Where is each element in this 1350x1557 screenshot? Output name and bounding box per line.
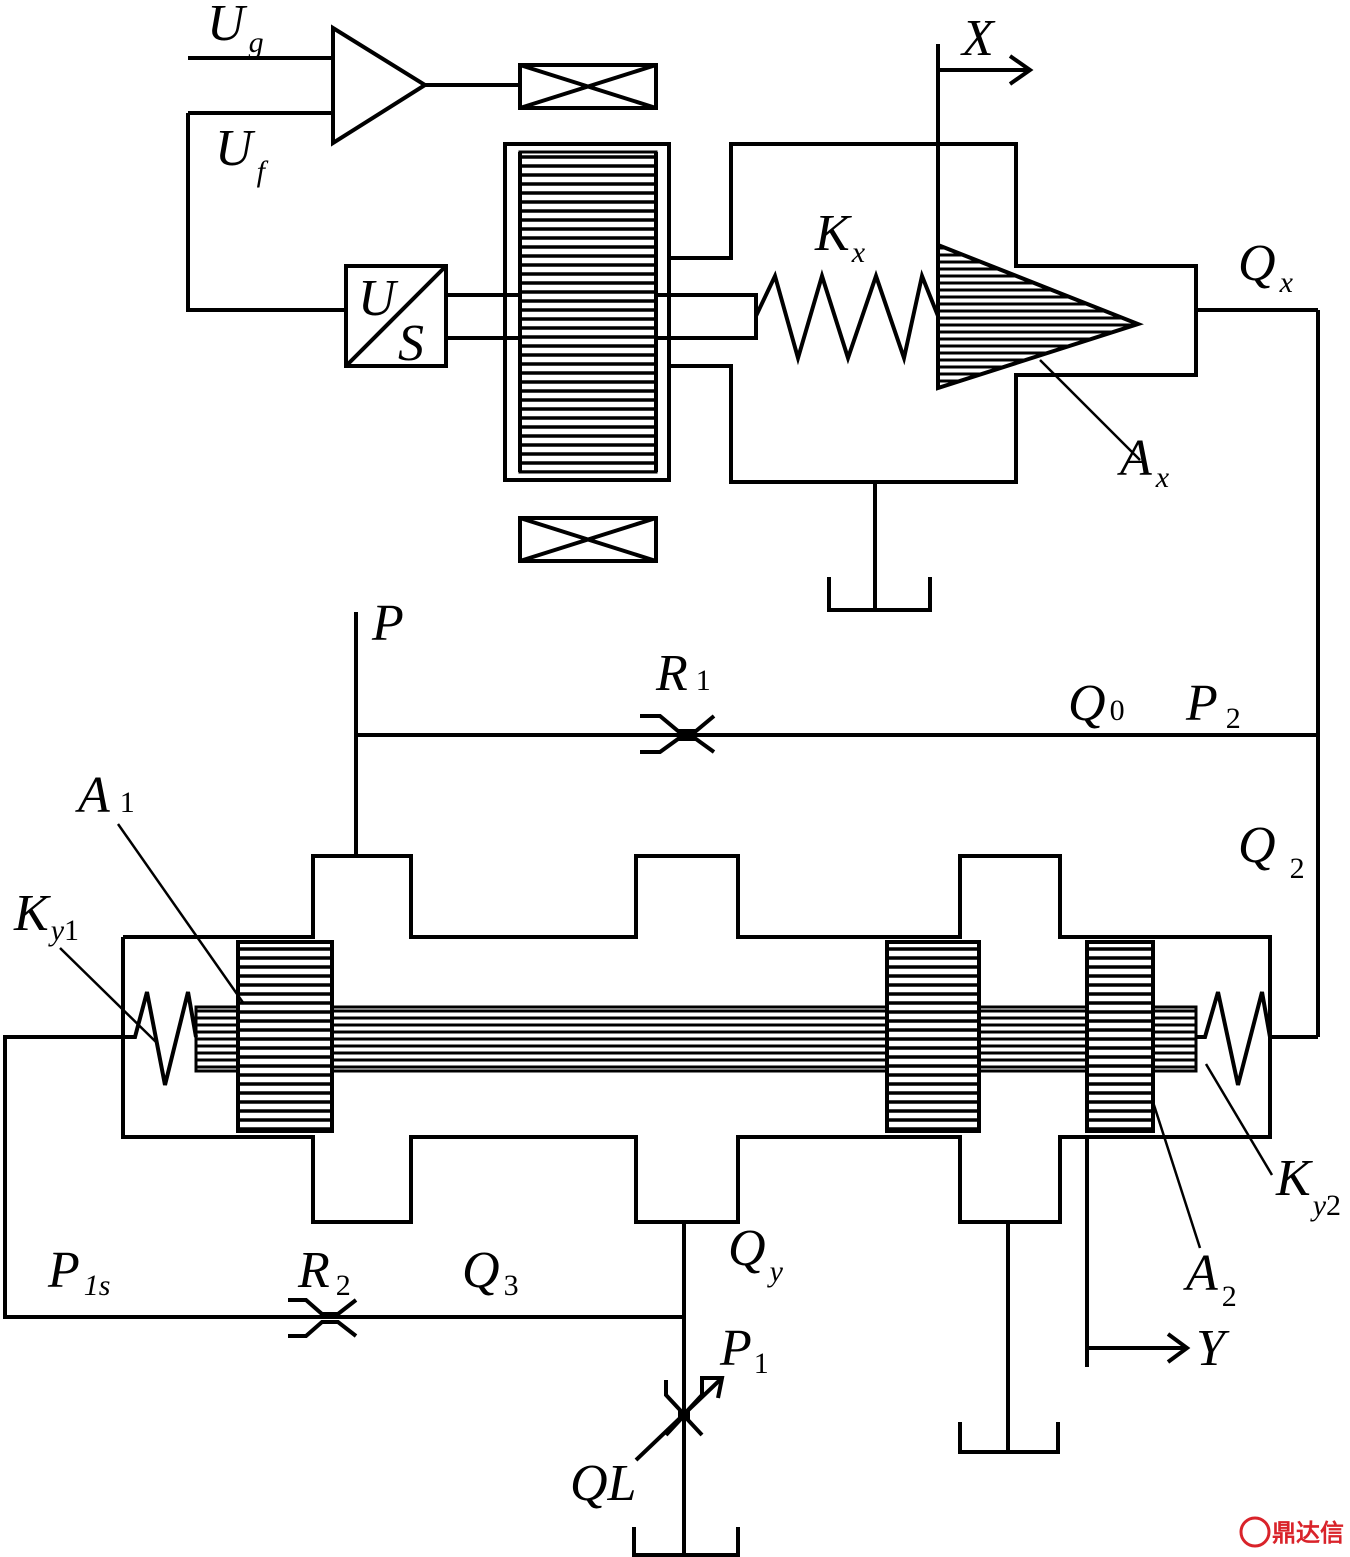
- label-ky2: Ky2: [1275, 1150, 1341, 1222]
- spring-ky2: [1196, 991, 1272, 1086]
- y-direction-arrow-icon: [1087, 1332, 1191, 1364]
- ax-leader: [1039, 359, 1141, 461]
- a2-leader: [1151, 1101, 1202, 1249]
- displacement-sensor-box: [344, 264, 520, 368]
- ky1-leader: [59, 947, 157, 1043]
- coil-top-icon: [518, 63, 658, 110]
- label-us-u: U: [358, 270, 399, 327]
- orifice-r1-icon: [640, 714, 716, 754]
- spool-land-3: [1085, 940, 1155, 1133]
- ky2-leader: [1204, 1063, 1274, 1176]
- label-kx: Kx: [814, 205, 866, 269]
- label-ky1: Ky1: [13, 885, 79, 947]
- label-p: P: [371, 595, 404, 652]
- label-y: Y: [1196, 1320, 1230, 1377]
- spool-land-1: [236, 940, 334, 1133]
- spool-shaft: [194, 1005, 1198, 1073]
- label-x: X: [960, 10, 996, 67]
- watermark: 鼎达信: [1239, 1516, 1344, 1548]
- a1-leader: [116, 823, 246, 1005]
- label-us-s: S: [398, 315, 424, 372]
- control-signal-lines: [186, 56, 346, 312]
- x-direction-arrow-icon: [938, 54, 1034, 86]
- spring-ky1: [123, 991, 198, 1086]
- supply-line-p: [354, 310, 1320, 1039]
- pilot-valve-housing: [669, 142, 1318, 612]
- watermark-text: 鼎达信: [1272, 1519, 1344, 1547]
- amplifier-symbol: [331, 24, 518, 147]
- spring-kx: [754, 269, 940, 366]
- tank-line-right: [958, 1222, 1060, 1454]
- coil-bottom-icon: [518, 516, 658, 563]
- spool-land-2: [885, 940, 981, 1133]
- main-valve-body: [121, 854, 1272, 1224]
- orifice-r2-icon: [288, 1298, 358, 1338]
- armature-block: [503, 142, 671, 482]
- push-rod: [654, 293, 758, 340]
- variable-orifice-icon: [634, 1376, 725, 1462]
- poppet-cone: [936, 242, 1144, 391]
- label-p1: P1: [719, 1320, 769, 1380]
- load-line: [632, 1222, 740, 1557]
- label-ql: QL: [570, 1455, 636, 1512]
- return-line-p1s: [3, 1035, 684, 1319]
- dingdaxin-logo-icon: [1239, 1516, 1271, 1548]
